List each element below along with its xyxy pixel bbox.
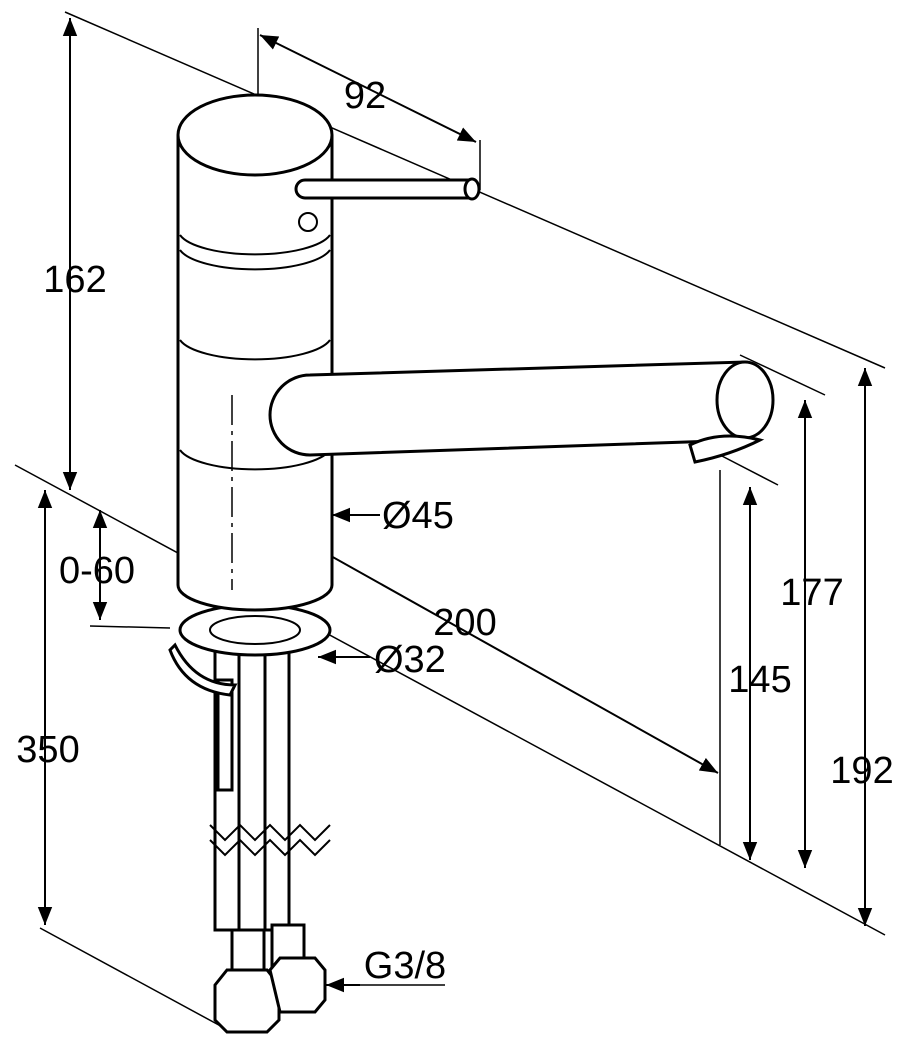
faucet-body xyxy=(168,93,775,1034)
dim-label-spout-height: 177 xyxy=(780,572,843,614)
dimension-lines xyxy=(37,18,873,993)
dim-label-outlet-height: 145 xyxy=(728,659,791,701)
dim-label-mount-hole: Ø32 xyxy=(374,639,446,681)
dim-label-lever-reach: 92 xyxy=(344,75,386,117)
dim-label-body-diameter: Ø45 xyxy=(382,495,454,537)
dim-label-connection-thread: G3/8 xyxy=(364,945,446,987)
dim-label-total-height: 192 xyxy=(830,750,893,792)
dim-label-body-height: 162 xyxy=(43,259,106,301)
dim-label-spout-reach: 200 xyxy=(433,602,496,644)
dim-label-deck-thickness: 0-60 xyxy=(59,550,135,592)
dim-label-hose-length: 350 xyxy=(16,729,79,771)
